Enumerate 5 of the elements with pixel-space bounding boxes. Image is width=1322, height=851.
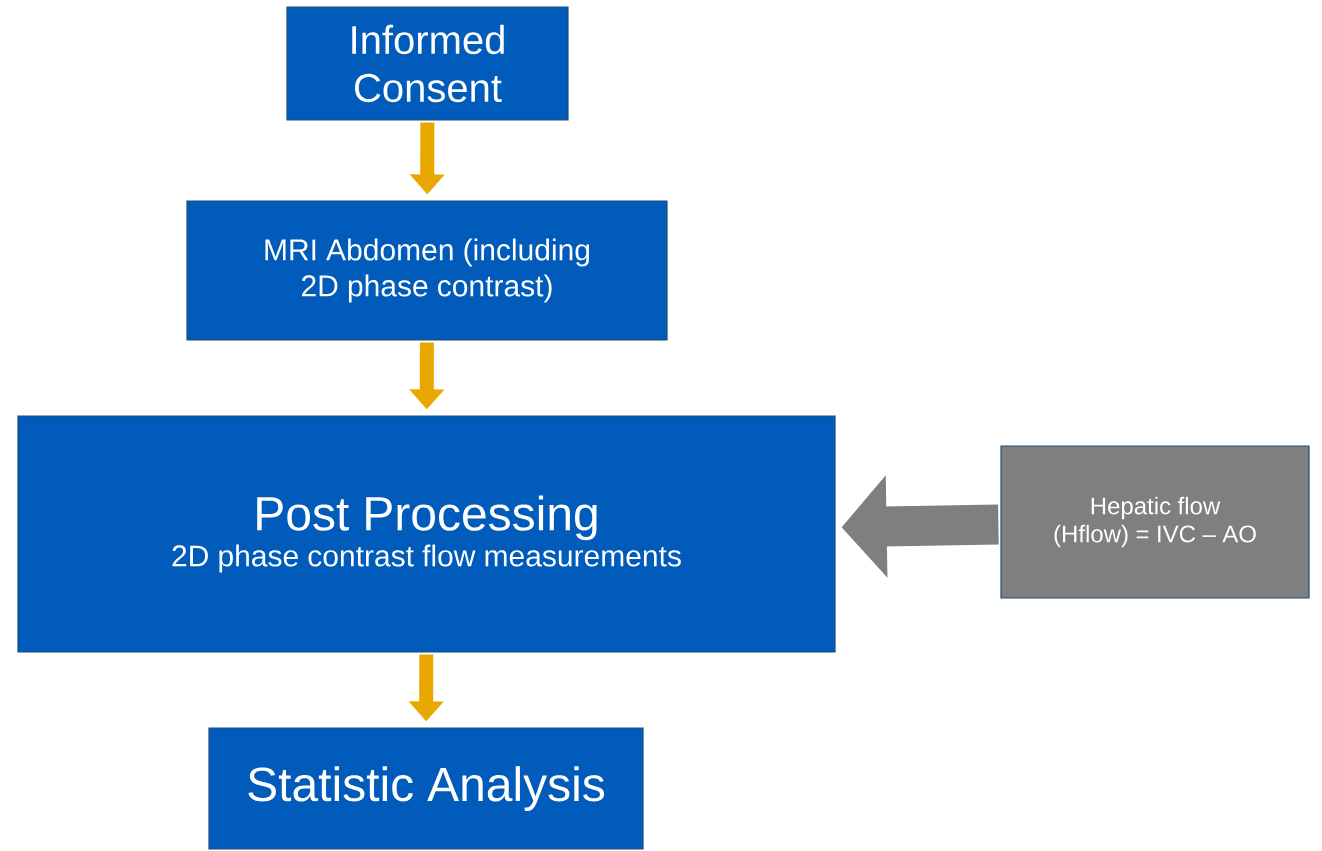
process-box: MRI Abdomen (including 2D phase contrast) (186, 200, 668, 341)
process-box: Post Processing 2D phase contrast flow measurements (17, 415, 836, 653)
note-box: Hepatic flow (Hflow) = IVC – AO (1000, 445, 1310, 599)
process-box: Informed Consent (286, 6, 569, 121)
process-box: Statistic Analysis (208, 727, 644, 850)
